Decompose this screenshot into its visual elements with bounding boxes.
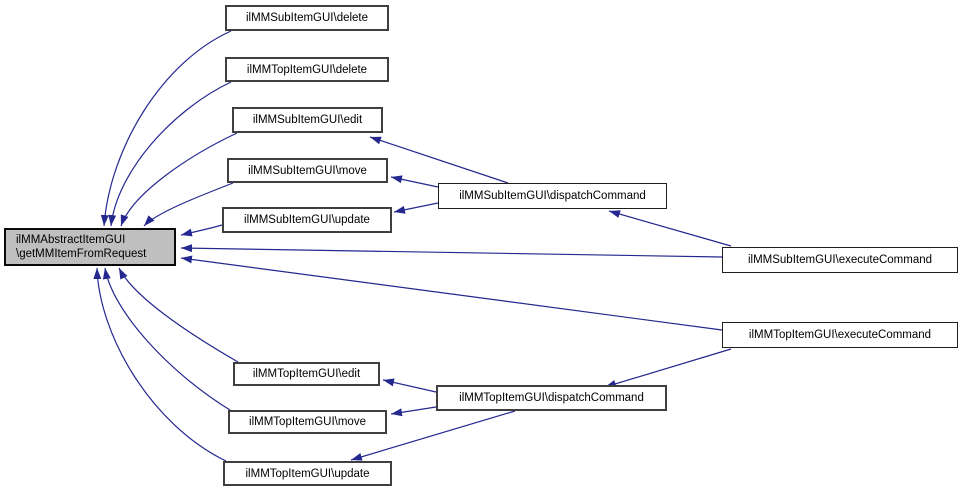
node-top-dispatchcommand[interactable]: ilMMTopItemGUI\dispatchCommand [436, 385, 667, 411]
node-sub-update[interactable]: ilMMSubItemGUI\update [222, 207, 392, 233]
edge-sub-execute-main [180, 244, 723, 258]
node-label-line1: ilMMAbstractItemGUI [16, 234, 126, 246]
node-label: ilMMSubItemGUI\executeCommand [747, 254, 933, 266]
node-top-update[interactable]: ilMMTopItemGUI\update [223, 461, 392, 486]
node-label: ilMMTopItemGUI\delete [246, 63, 368, 76]
node-label: ilMMTopItemGUI\executeCommand [748, 329, 932, 341]
edge-sub-dispatch-sub-move [390, 175, 439, 188]
edge-top-dispatch-top-move [390, 406, 437, 417]
node-label: ilMMSubItemGUI\move [248, 164, 367, 177]
edge-top-edit-main [118, 267, 239, 363]
edge-top-execute-top-dispatch [604, 348, 732, 388]
node-sub-delete[interactable]: ilMMSubItemGUI\delete [225, 5, 389, 31]
node-main-getmmitemfromrequest: ilMMAbstractItemGUI \getMMItemFromReques… [4, 228, 176, 266]
node-label: ilMMTopItemGUI\edit [252, 368, 361, 380]
node-sub-edit[interactable]: ilMMSubItemGUI\edit [232, 107, 383, 133]
edge-sub-execute-sub-dispatch [608, 210, 732, 247]
node-label: ilMMSubItemGUI\edit [252, 114, 363, 126]
node-sub-dispatchcommand[interactable]: ilMMSubItemGUI\dispatchCommand [438, 183, 667, 209]
node-label-line2: \getMMItemFromRequest [16, 248, 147, 260]
edge-sub-edit-main [120, 132, 238, 227]
edge-top-dispatch-top-update [350, 410, 516, 461]
node-top-edit[interactable]: ilMMTopItemGUI\edit [233, 362, 380, 386]
node-top-move[interactable]: ilMMTopItemGUI\move [228, 410, 387, 434]
edge-sub-dispatch-sub-edit [369, 136, 509, 184]
edge-top-move-main [102, 267, 231, 411]
node-top-delete[interactable]: ilMMTopItemGUI\delete [225, 57, 389, 82]
edge-sub-update-main [180, 224, 223, 237]
edge-top-dispatch-top-edit [382, 378, 437, 393]
edge-sub-move-main [143, 182, 234, 227]
node-label: ilMMSubItemGUI\delete [245, 12, 369, 24]
node-label: ilMMSubItemGUI\update [244, 214, 370, 226]
edge-sub-dispatch-sub-update [393, 202, 439, 214]
node-sub-move[interactable]: ilMMSubItemGUI\move [227, 158, 388, 183]
node-label: ilMMTopItemGUI\move [249, 416, 366, 428]
edge-top-execute-main [180, 255, 723, 331]
node-top-executecommand[interactable]: ilMMTopItemGUI\executeCommand [722, 322, 958, 348]
node-label: ilMMSubItemGUI\dispatchCommand [459, 190, 646, 202]
node-label: ilMMTopItemGUI\update [245, 467, 370, 480]
edge-top-update-main [93, 267, 227, 462]
node-sub-executecommand[interactable]: ilMMSubItemGUI\executeCommand [722, 247, 958, 273]
edge-sub-delete-main [100, 30, 232, 227]
node-label: ilMMTopItemGUI\dispatchCommand [459, 392, 644, 404]
edge-top-delete-main [108, 81, 232, 227]
